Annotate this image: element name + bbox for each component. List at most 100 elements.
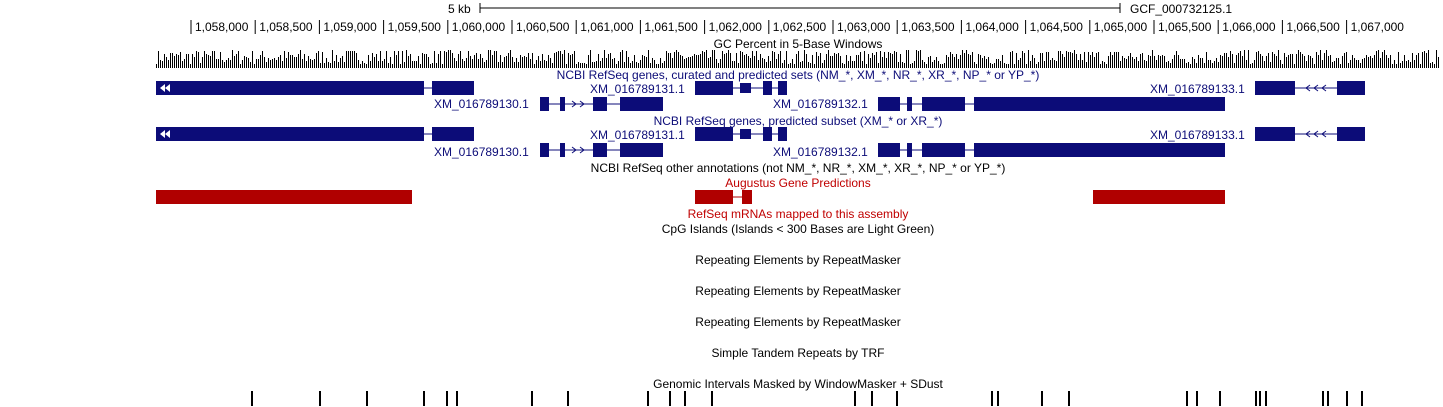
gc-bar (1410, 62, 1411, 68)
gc-bar (1148, 55, 1149, 68)
gc-bar (448, 50, 449, 68)
simple-repeats-title[interactable]: Simple Tandem Repeats by TRF (711, 346, 885, 360)
gc-bar (762, 58, 763, 68)
gc-bar (834, 53, 835, 68)
gc-bar (458, 54, 459, 68)
gc-bar (532, 53, 533, 68)
gc-bar (656, 64, 657, 68)
refseq-all-gene-label[interactable]: XM_016789131.1 (590, 82, 685, 96)
gc-bar (1258, 51, 1259, 68)
refseq-all-gene-label[interactable]: XM_016789132.1 (773, 97, 868, 111)
gc-bar (1294, 64, 1295, 68)
gc-bar (180, 52, 181, 68)
gc-bar (986, 59, 987, 68)
refseq-predicted-track[interactable] (156, 127, 1365, 157)
refseq-all-gene-label[interactable]: XM_016789130.1 (434, 97, 529, 111)
gc-bar (570, 55, 571, 68)
gc-bar (1268, 53, 1269, 68)
cpg-islands-title[interactable]: CpG Islands (Islands < 300 Bases are Lig… (661, 222, 935, 236)
gc-bar (1302, 54, 1303, 68)
gc-bar (1020, 58, 1021, 68)
ruler-tick-label: 1,060,500 (516, 20, 570, 34)
gc-bar (384, 59, 385, 68)
gc-bar (1094, 57, 1095, 68)
refseq-predicted-gene-label[interactable]: XM_016789130.1 (434, 145, 529, 159)
gc-bar (864, 51, 865, 68)
gc-bar (614, 58, 615, 68)
gc-bar (242, 60, 243, 68)
gc-bar (706, 50, 707, 68)
gc-bar (374, 57, 375, 68)
gc-bar (1018, 60, 1019, 68)
gc-bar (1214, 61, 1215, 68)
gc-bar (1272, 52, 1273, 68)
repeatmasker-title[interactable]: Repeating Elements by RepeatMasker (695, 315, 901, 329)
gc-bar (476, 53, 477, 68)
gc-bar (196, 51, 197, 68)
gc-bar (1132, 57, 1133, 68)
gc-percent-track[interactable] (156, 50, 1439, 68)
gc-bar (1040, 53, 1041, 68)
refseq-predicted-gene-label[interactable]: XM_016789131.1 (590, 128, 685, 142)
gc-bar (310, 59, 311, 68)
refseq-all-gene-label[interactable]: XM_016789133.1 (1150, 82, 1245, 96)
gc-bar (1102, 61, 1103, 68)
gc-bar (584, 63, 585, 68)
gc-bar (422, 53, 423, 68)
gc-bar (372, 53, 373, 68)
gc-bar (176, 54, 177, 68)
gc-bar (936, 57, 937, 68)
gc-bar (1376, 51, 1377, 68)
gc-bar (1228, 57, 1229, 68)
repeatmasker-title[interactable]: Repeating Elements by RepeatMasker (695, 253, 901, 267)
gc-bar (628, 57, 629, 68)
refseq-all-track[interactable] (156, 81, 1365, 111)
gc-bar (534, 64, 535, 68)
gc-bar (672, 58, 673, 68)
gc-bar (980, 55, 981, 68)
gc-bar (696, 55, 697, 68)
gc-bar (1198, 55, 1199, 68)
refseq-predicted-gene-label[interactable]: XM_016789133.1 (1150, 128, 1245, 142)
gc-bar (1122, 56, 1123, 68)
gc-bar (1432, 62, 1433, 68)
gc-bar (514, 62, 515, 68)
gc-bar (828, 50, 829, 68)
refseq-all-title[interactable]: NCBI RefSeq genes, curated and predicted… (556, 68, 1040, 82)
gc-bar (482, 58, 483, 68)
gc-bar (198, 52, 199, 68)
gc-bar (766, 62, 767, 68)
gc-bar (382, 61, 383, 68)
windowmasker-title[interactable]: Genomic Intervals Masked by WindowMasker… (653, 377, 943, 391)
gc-bar (166, 57, 167, 68)
gc-bar (582, 63, 583, 68)
refseq-other-title[interactable]: NCBI RefSeq other annotations (not NM_*,… (590, 161, 1006, 175)
gc-bar (1160, 56, 1161, 68)
gc-bar (1224, 53, 1225, 68)
refseq-predicted-gene-label[interactable]: XM_016789132.1 (773, 145, 868, 159)
gc-bar (1060, 51, 1061, 68)
repeatmasker-title[interactable]: Repeating Elements by RepeatMasker (695, 284, 901, 298)
refseq-mrna-title[interactable]: RefSeq mRNAs mapped to this assembly (687, 207, 909, 221)
gc-bar (1412, 53, 1413, 68)
ruler-tick-label: 1,063,000 (837, 20, 891, 34)
refseq-predicted-title[interactable]: NCBI RefSeq genes, predicted subset (XM_… (653, 114, 943, 128)
gc-bar (558, 51, 559, 68)
masked-interval (366, 391, 368, 406)
gc-bar (444, 51, 445, 68)
gc-percent-title[interactable]: GC Percent in 5-Base Windows (713, 37, 883, 51)
ruler-tick-label: 1,067,000 (1351, 20, 1405, 34)
gc-bar (578, 62, 579, 68)
windowmasker-track[interactable] (251, 391, 1363, 406)
gc-bar (1188, 62, 1189, 68)
gc-bar (436, 63, 437, 68)
gc-bar (870, 58, 871, 68)
augustus-title[interactable]: Augustus Gene Predictions (725, 176, 871, 190)
gc-bar (1242, 56, 1243, 68)
augustus-track[interactable] (156, 190, 1225, 204)
gc-bar (780, 51, 781, 68)
gc-bar (1064, 57, 1065, 68)
